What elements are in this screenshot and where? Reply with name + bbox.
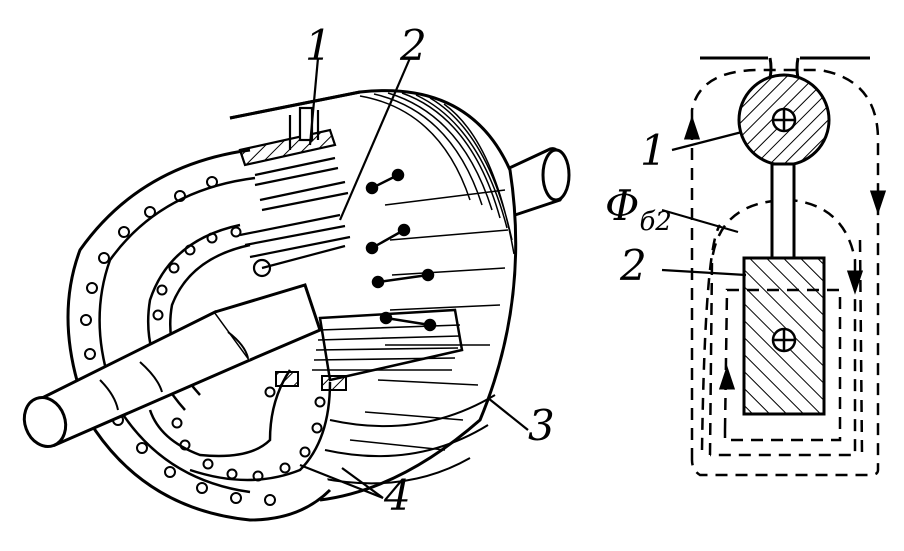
label-3: 3: [528, 401, 555, 450]
label-1: 1: [640, 126, 667, 175]
flux-symbol: Φ: [605, 181, 639, 230]
neck: [770, 162, 796, 260]
winding-leads: [365, 168, 437, 332]
shaft-left: [22, 283, 322, 448]
lower-laminations: [312, 308, 464, 382]
shaft-right: [504, 147, 571, 217]
leader-lines: [299, 57, 529, 500]
machine-cutaway: [22, 57, 571, 522]
flux-subscript: б2: [639, 207, 671, 237]
cross-section: [661, 56, 887, 477]
label-2: 2: [619, 241, 647, 290]
flux-label: Φб2: [605, 181, 672, 237]
lamination-lines: [349, 92, 515, 451]
label-1: 1: [305, 21, 332, 70]
label-4: 4: [383, 471, 411, 520]
label-2: 2: [399, 21, 427, 70]
